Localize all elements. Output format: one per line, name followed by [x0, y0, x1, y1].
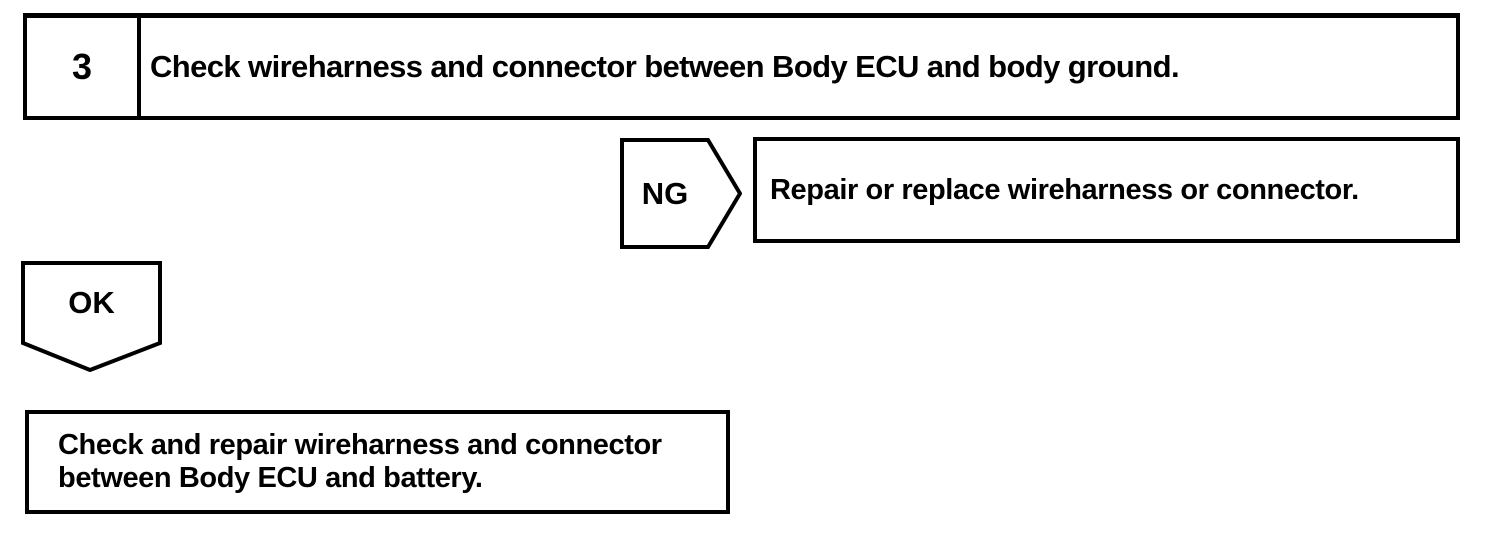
ng-connector: NG: [620, 138, 742, 249]
right-arrow-pentagon-icon: [620, 138, 742, 249]
result-line-1: Check and repair wireharness and connect…: [58, 429, 662, 462]
ok-connector: OK: [21, 261, 162, 372]
ng-label: NG: [641, 175, 689, 211]
down-arrow-pentagon-icon: [21, 261, 162, 372]
step-box: 3 Check wireharness and connector betwee…: [23, 13, 1460, 120]
ok-label: OK: [68, 285, 115, 320]
step-number-cell: 3: [27, 18, 141, 116]
step-instruction: Check wireharness and connector between …: [150, 49, 1180, 84]
result-line-2: between Body ECU and battery.: [58, 462, 483, 494]
step-instruction-cell: Check wireharness and connector between …: [141, 18, 1456, 116]
ng-action-box: Repair or replace wireharness or connect…: [753, 137, 1460, 243]
ng-action-text: Repair or replace wireharness or connect…: [770, 173, 1359, 206]
step-number: 3: [71, 46, 93, 87]
result-box: Check and repair wireharness and connect…: [25, 410, 730, 514]
